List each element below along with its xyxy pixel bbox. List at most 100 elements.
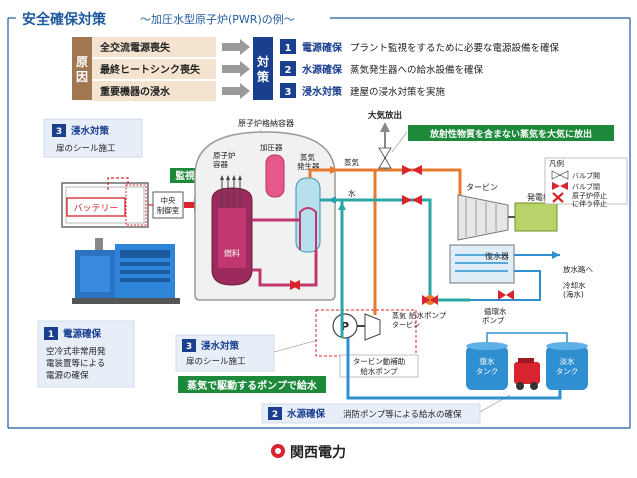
atmos-banner: 放射性物質を含まない蒸気を大気に放出 — [429, 128, 592, 140]
svg-text:建屋の浸水対策を実施: 建屋の浸水対策を実施 — [350, 86, 446, 98]
legend-valve-closed: バルブ閉 — [572, 182, 600, 191]
aux-feed-pump-label: タービン動補助給水ポンプ — [353, 356, 406, 376]
monitor-badge — [170, 168, 200, 183]
svg-text:3: 3 — [56, 127, 62, 137]
cause-item-1-bg — [92, 37, 216, 57]
battery-label: バッテリー — [73, 203, 118, 214]
measure-label: 対策 — [256, 54, 270, 84]
feed-pump-label: 給水ポンプ — [409, 310, 447, 320]
cause-item-1: 全交流電源喪失 — [99, 41, 171, 54]
atmos-release-label: 大気放出 — [368, 110, 402, 121]
cause-section: 原因 全交流電源喪失 最終ヒートシンク喪失 重要機器の浸水 — [72, 37, 216, 101]
svg-text:1: 1 — [285, 43, 292, 54]
water-label: 水 — [348, 188, 356, 198]
generator — [514, 202, 558, 232]
outer-frame — [7, 17, 631, 429]
fire-pump — [514, 358, 540, 390]
legend-stop-icon — [552, 192, 564, 203]
condensate-tank-label: 復水タンク — [476, 356, 499, 376]
steam-label: 蒸気 — [344, 157, 359, 167]
cause-arrows — [222, 39, 250, 99]
cause-label: 原因 — [76, 55, 88, 84]
fuel-label: 燃料 — [224, 248, 240, 258]
cause-arrow-2 — [222, 61, 250, 77]
callout-flood-mid: 3 浸水対策 扉のシール施工 — [175, 334, 275, 372]
svg-text:1: 1 — [48, 330, 54, 340]
cause-label-box — [72, 37, 92, 100]
steam-pump-banner-box — [178, 376, 326, 393]
atmos-banner-box — [408, 125, 614, 141]
turbine-label: タービン — [466, 183, 498, 192]
svg-text:電源確保: 電源確保 — [302, 41, 343, 54]
legend-stop: 原子炉停止に伴う停止 — [572, 191, 607, 208]
reactor-vessel-label: 原子炉容器 — [213, 150, 236, 169]
cause-item-3-bg — [92, 81, 216, 101]
steam-arrow — [330, 166, 338, 174]
measure-item-1: 1 電源確保 プラント監視をするために必要な電源設備を確保 — [280, 39, 560, 54]
feed-water-line — [320, 198, 470, 302]
cause-item-2-bg — [92, 59, 216, 79]
legend: 凡例 バルブ開 バルブ閉 原子炉停止に伴う停止 — [544, 157, 628, 208]
legend-title: 凡例 — [549, 158, 564, 168]
svg-text:蒸気発生器への給水設備を確保: 蒸気発生器への給水設備を確保 — [350, 64, 484, 76]
cooling-water-label: 冷却水(海水) — [563, 280, 586, 299]
air-cooled-generator — [72, 238, 180, 304]
discharge-label: 放水路へ — [563, 264, 593, 274]
callout-power: 1 電源確保 空冷式非常用発電装置等による電源の確保 — [37, 320, 135, 388]
measure-label-box — [253, 37, 273, 100]
svg-text:浸水対策: 浸水対策 — [302, 85, 343, 98]
svg-text:3: 3 — [285, 87, 292, 98]
measure-item-2: 2 水源確保 蒸気発生器への給水設備を確保 — [280, 61, 484, 76]
cause-arrow-3 — [222, 83, 250, 99]
svg-text:扉のシール施工: 扉のシール施工 — [56, 143, 116, 154]
measure-item-3: 3 浸水対策 建屋の浸水対策を実施 — [280, 83, 446, 98]
svg-text:電源確保: 電源確保 — [63, 328, 102, 340]
svg-text:水源確保: 水源確保 — [301, 63, 343, 76]
svg-text:2: 2 — [285, 65, 292, 76]
fresh-water-tank — [546, 342, 588, 390]
power-desc: 空冷式非常用発電装置等による電源の確保 — [46, 346, 106, 381]
legend-valve-open: バルブ開 — [572, 171, 600, 180]
svg-text:浸水対策: 浸水対策 — [201, 340, 240, 352]
primary-loop — [252, 218, 318, 287]
containment-label: 原子炉格納容器 — [238, 118, 294, 128]
valves — [402, 165, 422, 205]
condenser — [449, 244, 515, 284]
svg-text:扉のシール施工: 扉のシール施工 — [186, 356, 246, 367]
turbine — [457, 194, 509, 241]
svg-text:3: 3 — [186, 342, 192, 352]
svg-text:プラント監視をするために必要な電源設備を確保: プラント監視をするために必要な電源設備を確保 — [350, 42, 560, 54]
cause-item-3: 重要機器の浸水 — [100, 85, 171, 98]
svg-text:2: 2 — [272, 410, 278, 420]
pressurizer-label: 加圧器 — [260, 142, 283, 152]
feed-pump — [422, 295, 438, 305]
company-name: 関西電力 — [290, 444, 346, 461]
condensate-tank — [466, 342, 508, 390]
monitor-label: 監視 — [175, 170, 195, 182]
company-logo — [271, 444, 285, 458]
svg-text:浸水対策: 浸水対策 — [71, 125, 110, 137]
page-subtitle: ～加圧水型原子炉(PWR)の例～ — [140, 12, 295, 26]
circ-pump-label: 循環水ポンプ — [482, 306, 507, 325]
steam-generator-label: 蒸気発生器 — [297, 152, 320, 171]
generator-label: 発電機 — [527, 192, 551, 202]
callout-flood-top: 3 浸水対策 扉のシール施工 — [43, 118, 143, 158]
control-building: バッテリー — [61, 177, 149, 228]
page-title: 安全確保対策 — [22, 11, 107, 28]
cause-item-2: 最終ヒートシンク喪失 — [100, 63, 201, 76]
svg-text:水源確保: 水源確保 — [287, 408, 326, 420]
pump-letter: P — [341, 320, 349, 333]
steam-generator — [295, 177, 321, 253]
circ-pump — [498, 290, 514, 300]
control-room-label: 中央制御室 — [157, 195, 180, 215]
reactor-vessel — [211, 175, 253, 286]
pressurizer — [265, 154, 285, 198]
cause-arrow-1 — [222, 39, 250, 55]
battery-box — [66, 197, 126, 217]
steam-pump-banner: 蒸気で駆動するポンプで給水 — [187, 379, 318, 392]
atmos-release — [378, 122, 392, 170]
tank-link — [486, 332, 568, 342]
fresh-tank-label: 淡水タンク — [556, 356, 579, 376]
steam-turbine-label: 蒸気タービン — [392, 311, 420, 329]
